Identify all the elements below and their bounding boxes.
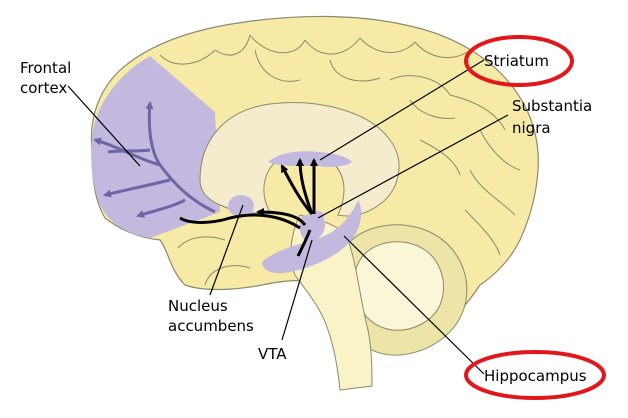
cerebellum-inner [353, 241, 444, 331]
nucleus-accumbens-region [228, 195, 254, 217]
hippocampus-region [262, 200, 362, 274]
hippocampus-highlight-ellipse [464, 350, 606, 400]
vta-label: VTA [258, 345, 287, 363]
frontal-cortex-label: Frontal cortex [20, 59, 76, 97]
leader-lines [67, 59, 509, 375]
dopamine-pathways [179, 158, 318, 257]
frontal-cortex-region [91, 56, 220, 238]
striatum-highlight-ellipse [464, 35, 574, 87]
inner-region [199, 102, 400, 217]
nucleus-accumbens-label: Nucleus accumbens [168, 297, 254, 335]
substantia-nigra-label: Substantia nigra [512, 97, 597, 137]
striatum-label: Striatum [484, 52, 549, 70]
hippocampus-label: Hippocampus [484, 367, 587, 385]
gyri-lines [159, 34, 521, 286]
